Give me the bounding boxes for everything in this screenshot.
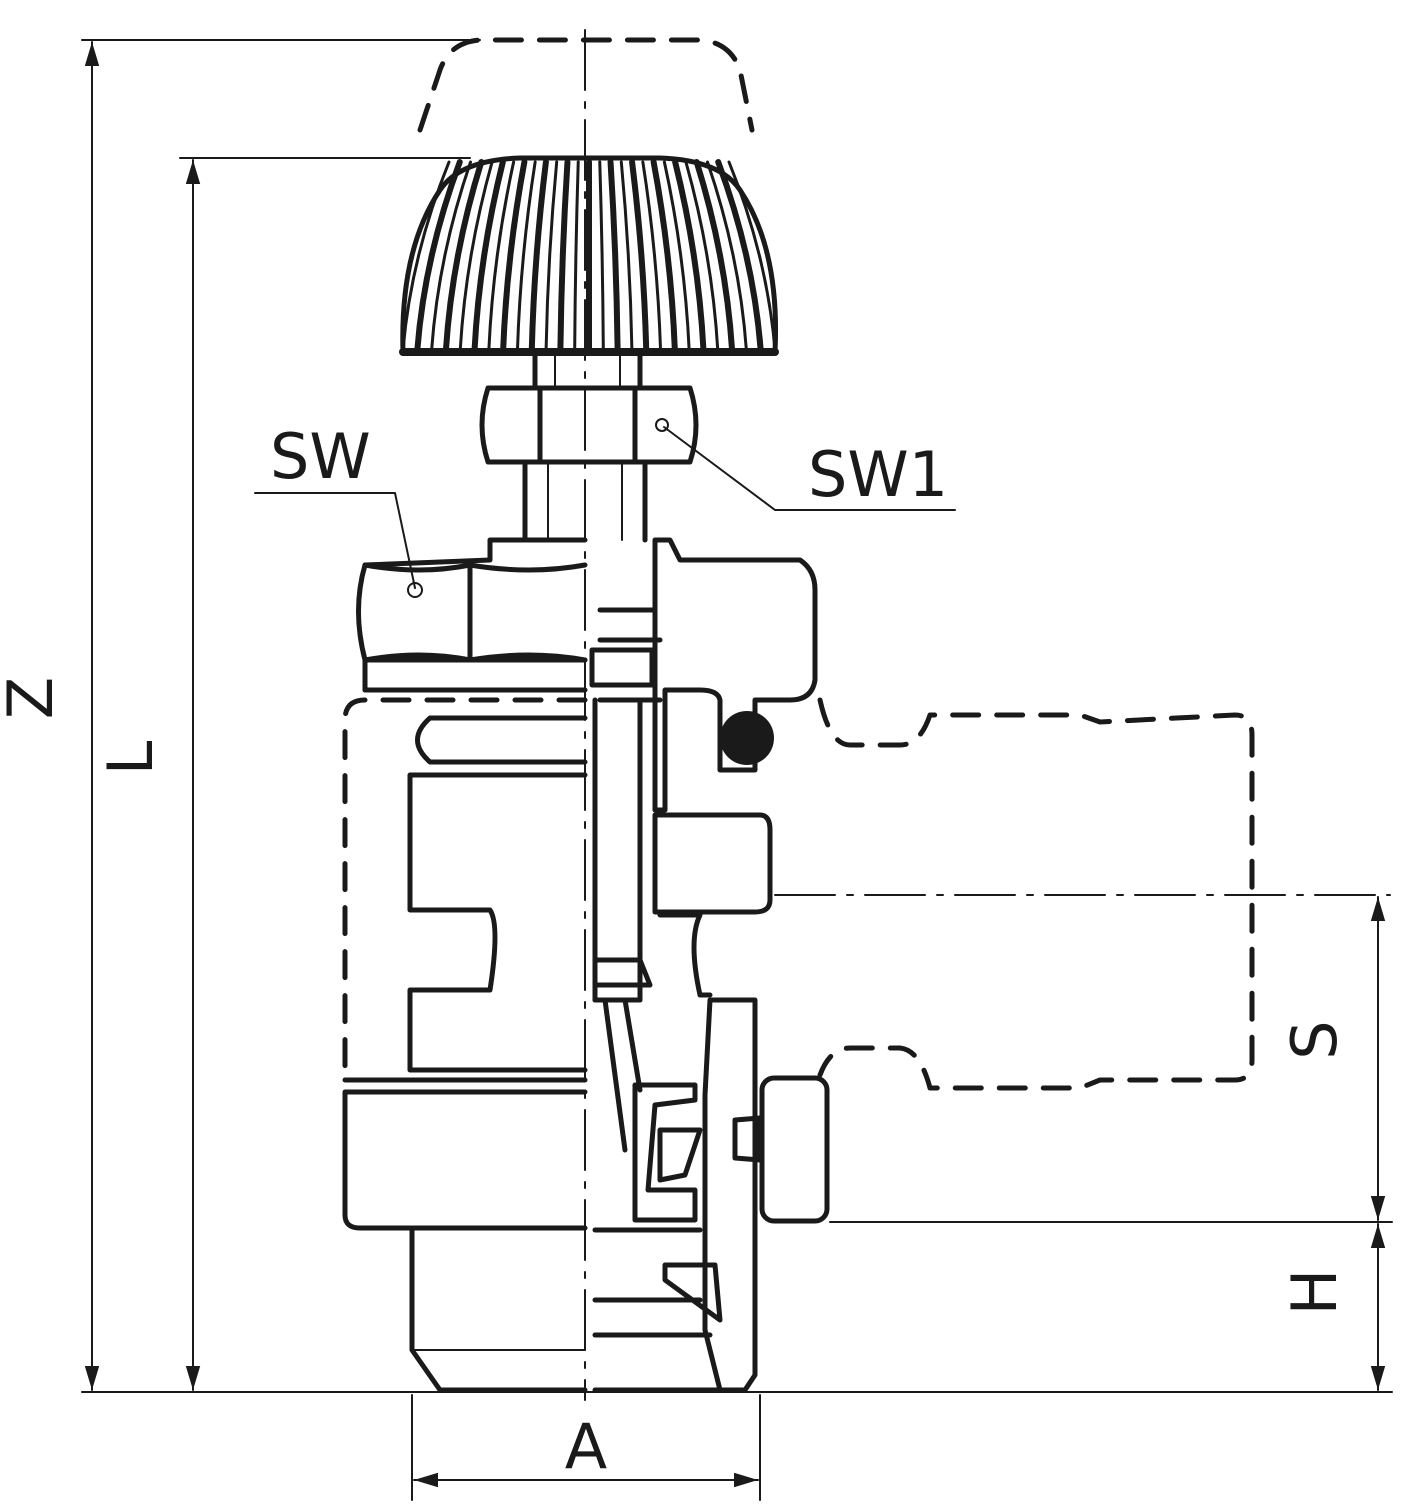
dim-label-h: H <box>1278 1269 1351 1316</box>
knob-rib <box>544 160 559 352</box>
knob-raised-outline <box>417 37 755 133</box>
knurled-ring <box>759 1075 830 1224</box>
knob-rib <box>650 159 678 353</box>
knob-rib <box>629 159 650 353</box>
dim-label-z: Z <box>0 677 67 719</box>
spindle <box>532 349 643 391</box>
knob-rib <box>607 159 621 353</box>
knob-rib <box>515 160 537 352</box>
extension-lines <box>81 39 1393 1501</box>
body-section <box>589 537 830 1393</box>
dim-label-a: A <box>565 1410 607 1483</box>
dim-label-s: S <box>1278 1020 1351 1059</box>
knob-rib <box>684 160 720 352</box>
knob-rib <box>598 160 605 352</box>
knob-rib <box>557 159 571 353</box>
knob-rib <box>672 159 707 353</box>
knob-rib <box>641 160 663 352</box>
knob-rib <box>442 159 485 353</box>
dimension-lines <box>84 41 1386 1488</box>
o-ring <box>720 711 774 765</box>
knob-rib <box>430 160 473 352</box>
knob-rib <box>500 159 528 353</box>
knob-rib <box>487 160 516 352</box>
knob-rib <box>662 160 691 352</box>
lock-nut <box>479 385 699 465</box>
knob-rib <box>727 160 777 352</box>
knob-rib <box>414 159 463 353</box>
body-exterior <box>342 537 588 1393</box>
knob-rib <box>705 160 748 352</box>
knob-rib <box>573 160 580 352</box>
callout-sw1: SW1 <box>808 438 948 511</box>
knob-rib <box>401 160 451 352</box>
leader-lines <box>254 426 956 589</box>
knob-rib <box>458 160 494 352</box>
callout-sw: SW <box>270 420 371 493</box>
dim-label-l: L <box>94 740 167 775</box>
knob-rib <box>693 159 736 353</box>
knob-rib <box>528 159 549 353</box>
stem <box>522 459 648 543</box>
knob-rib <box>715 159 764 353</box>
knob-rib <box>471 159 506 353</box>
banjo-outline <box>817 697 1255 1091</box>
knob-rib <box>619 160 634 352</box>
knurled-knob <box>399 155 779 356</box>
